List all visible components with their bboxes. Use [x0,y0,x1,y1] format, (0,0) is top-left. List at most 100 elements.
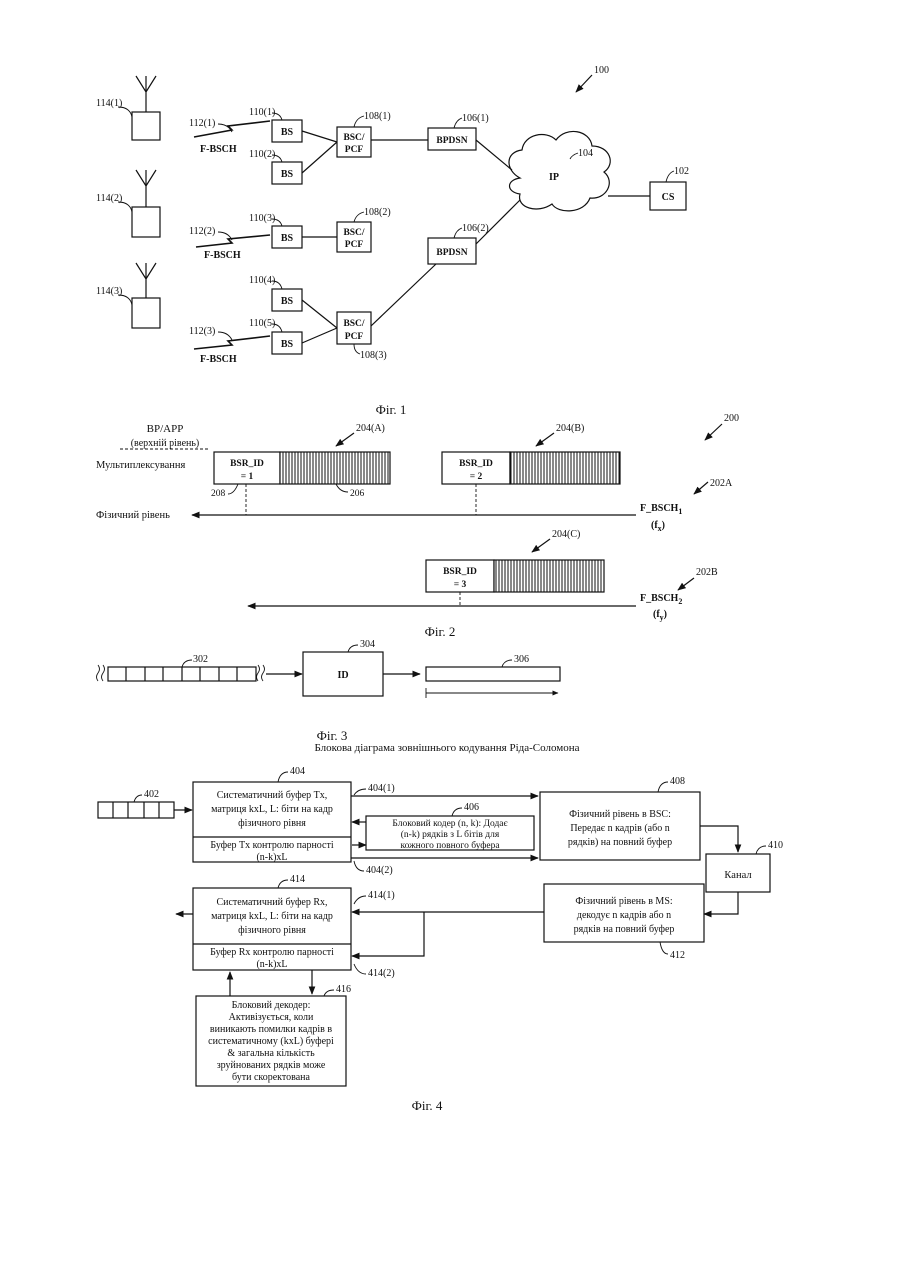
svg-text:кожного повного буфера: кожного повного буфера [400,840,500,851]
svg-text:= 1: = 1 [241,472,254,482]
svg-text:матриця kxL, L: біти на кадр: матриця kxL, L: біти на кадр [211,804,333,815]
base-station-4: BS 110(4) [249,275,302,311]
radio-link-3: 112(3) F-BSCH [189,326,270,365]
lightning-icon [194,336,270,349]
svg-text:= 3: = 3 [454,580,467,590]
packet-ref-a: 204(A) [356,423,385,434]
svg-text:BSR_ID: BSR_ID [230,459,264,469]
svg-text:Блоковий декодер:: Блоковий декодер: [232,1000,311,1011]
svg-text:рядків) на повний буфер: рядків) на повний буфер [568,837,672,848]
link-ref-2: 112(2) [189,226,215,237]
figure-3: 302 ID 304 306 Фіг. 3 Блокова діаграма з… [97,639,580,754]
svg-text:BS: BS [281,233,294,244]
channel-label-b: 202B F_BSCH2 (fy) [640,567,718,622]
packet-ref-c: 204(C) [552,529,580,540]
svg-text:виникають помилки кадрів в: виникають помилки кадрів в [210,1024,332,1035]
svg-text:202B: 202B [696,567,718,578]
bs-ref-5: 110(5) [249,318,275,329]
packet-204c: BSR_ID = 3 204(C) [426,529,604,592]
svg-text:302: 302 [193,654,208,665]
link-channel-3: F-BSCH [200,354,237,365]
svg-text:PCF: PCF [345,145,364,155]
link-channel-2: F-BSCH [204,250,241,261]
mobile-station-1: 114(1) [96,76,160,140]
svg-text:Передає n кадрів (або n: Передає n кадрів (або n [570,823,669,834]
svg-text:Систематичний буфер Tx,: Систематичний буфер Tx, [217,790,328,801]
base-station-2: BS 110(2) [249,149,302,184]
antenna-icon [136,263,156,298]
ref-100: 100 [594,65,609,76]
input-stream-402: 402 [98,789,174,818]
svg-text:412: 412 [670,950,685,961]
svg-text:Активізується, коли: Активізується, коли [229,1012,314,1023]
svg-text:414: 414 [290,874,305,885]
ip-ref: 104 [578,148,593,159]
svg-text:BSC/: BSC/ [343,133,364,143]
figure-4: 402 Систематичний буфер Tx, матриця kxL,… [98,766,783,1113]
svg-text:(n-k)xL: (n-k)xL [256,959,287,970]
break-icon [97,665,105,681]
ref-200: 200 [724,413,739,424]
svg-text:402: 402 [144,789,159,800]
svg-text:PCF: PCF [345,332,364,342]
link-ref-3: 112(3) [189,326,215,337]
svg-text:BS: BS [281,296,294,307]
rx-buffer-414: Систематичний буфер Rx, матриця kxL, L: … [193,874,351,970]
encoder-406: Блоковий кодер (n, k): Додає (n-k) рядкі… [366,802,534,851]
ref-414-2: 414(2) [368,968,395,979]
output-block-306: 306 [426,654,560,698]
radio-link-2: 112(2) F-BSCH [189,226,270,261]
id-block-304: ID 304 [303,639,383,696]
mobile-station-3: 114(3) [96,263,160,328]
svg-text:Буфер Rx контролю парності: Буфер Rx контролю парності [210,947,334,958]
channel-410: Канал 410 [706,840,783,892]
svg-text:410: 410 [768,840,783,851]
cs-ref: 102 [674,166,689,177]
svg-text:406: 406 [464,802,479,813]
svg-text:BS: BS [281,127,294,138]
figure-2: 200 BP/APP (верхній рівень) Мультиплексу… [96,413,739,639]
svg-text:ID: ID [337,670,348,681]
ip-cloud: IP 104 [509,131,610,210]
svg-text:декодує n кадрів або n: декодує n кадрів або n [577,910,671,921]
bsc-ref-3: 108(3) [360,350,387,361]
ref-414-1: 414(1) [368,890,395,901]
packet-204b: BSR_ID = 2 204(B) [442,423,620,484]
link-ref-1: 112(1) [189,118,215,129]
svg-text:Буфер Tx контролю парності: Буфер Tx контролю парності [210,840,333,851]
svg-text:(n-k) рядків з L бітів для: (n-k) рядків з L бітів для [401,829,500,840]
svg-text:202A: 202A [710,478,733,489]
svg-text:BSC/: BSC/ [343,228,364,238]
channel-label-a: 202A F_BSCH1 (fx) [640,478,733,533]
figure-1: 100 114(1) 114(2) 114(3) 112(1) F-BSCH 1… [96,65,689,417]
bs-ref-3: 110(3) [249,213,275,224]
svg-text:IP: IP [549,172,559,183]
svg-text:рядків на повний буфер: рядків на повний буфер [574,924,675,935]
svg-text:Канал: Канал [724,870,751,881]
bsc-ref-1: 108(1) [364,111,391,122]
svg-text:бути скоректована: бути скоректована [232,1072,311,1083]
bs-ref-4: 110(4) [249,275,275,286]
phys-layer-label: Фізичний рівень [96,510,170,521]
svg-text:(fy): (fy) [653,609,667,622]
figure-3-caption: Фіг. 3 [317,728,348,743]
svg-text:BS: BS [281,339,294,350]
svg-text:зруйнованих рядків може: зруйнованих рядків може [217,1060,326,1071]
svg-text:(fx): (fx) [651,520,665,533]
svg-text:408: 408 [670,776,685,787]
tx-buffer-404: Систематичний буфер Tx, матриця kxL, L: … [193,766,351,863]
cloud-icon [509,131,610,210]
svg-text:BSR_ID: BSR_ID [443,567,477,577]
ref-208: 208 [211,489,226,499]
packet-204a: BSR_ID = 1 204(A) [214,423,390,484]
bpdsn-2: BPDSN 106(2) [428,223,489,264]
svg-text:= 2: = 2 [470,472,483,482]
svg-text:Фізичний рівень в MS:: Фізичний рівень в MS: [575,896,672,907]
svg-text:304: 304 [360,639,375,650]
bs-ref-2: 110(2) [249,149,275,160]
mux-label: Мультиплексування [96,460,186,471]
svg-text:BSC/: BSC/ [343,319,364,329]
svg-text:416: 416 [336,984,351,995]
break-icon [257,665,265,681]
